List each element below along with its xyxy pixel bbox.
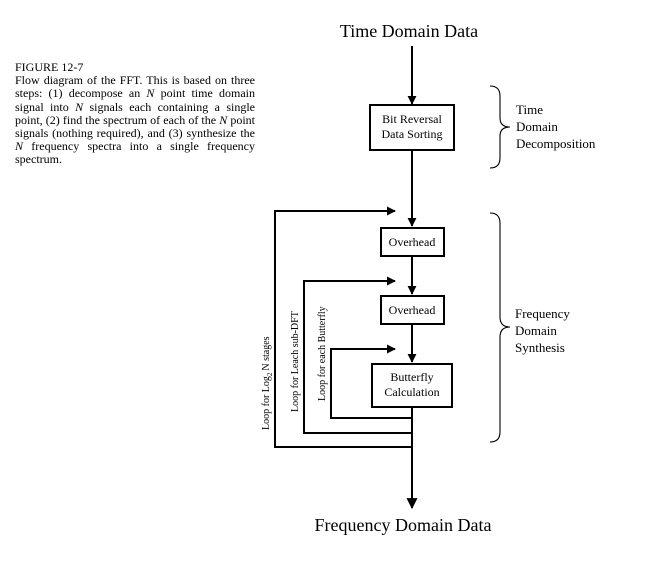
time-decomposition-label-1: Time: [516, 102, 543, 117]
bit-reversal-box: Bit Reversal Data Sorting: [369, 104, 455, 151]
brace-time-decomposition: [489, 85, 511, 169]
caption-italic-n: N: [219, 112, 228, 127]
frequency-synthesis-label-1: Frequency: [515, 306, 570, 321]
time-decomposition-label-3: Decomposition: [516, 136, 596, 151]
caption-text: Flow diagram of the FFT. This is based o…: [15, 73, 255, 167]
loop-label-butterfly: Loop for each Butterfly: [317, 306, 328, 401]
caption-italic-n: N: [146, 86, 155, 101]
loop-line-log2n: [274, 206, 412, 448]
figure-label: FIGURE 12-7: [15, 60, 84, 74]
caption-text-segment: point signals (nothing required), and (3…: [15, 112, 255, 141]
caption-italic-n: N: [75, 99, 84, 114]
bit-reversal-line-2: Data Sorting: [382, 127, 443, 141]
caption-italic-n: N: [15, 139, 24, 154]
overhead-1-label: Overhead: [389, 235, 436, 249]
caption-text-segment: signals each containing a single point, …: [15, 99, 255, 127]
overhead-box-2: Overhead: [380, 295, 445, 325]
overhead-box-1: Overhead: [380, 227, 445, 257]
figure-caption: FIGURE 12-7 Flow diagram of the FFT. Thi…: [15, 60, 255, 167]
loop-label-subdft: Loop for Leach sub-DFT: [290, 311, 301, 412]
butterfly-box: Butterfly Calculation: [371, 363, 453, 408]
bottom-label: Frequency Domain Data: [315, 515, 492, 535]
time-decomposition-label-2: Domain: [516, 119, 558, 134]
loop-line-butterfly: [330, 344, 412, 419]
loop-label-log2n: Loop for Log2N stages: [261, 336, 274, 430]
caption-text-segment: point time domain signal into: [15, 86, 255, 114]
top-label: Time Domain Data: [340, 21, 478, 41]
butterfly-line-1: Butterfly: [390, 370, 433, 384]
bit-reversal-line-1: Bit Reversal: [382, 112, 442, 126]
caption-text-segment: frequency spectra into a single frequenc…: [15, 139, 255, 167]
overhead-2-label: Overhead: [389, 303, 436, 317]
butterfly-line-2: Calculation: [384, 385, 439, 399]
brace-frequency-synthesis: [489, 212, 511, 443]
loop-line-subdft: [303, 276, 412, 434]
frequency-synthesis-label-3: Synthesis: [515, 340, 565, 355]
frequency-synthesis-label-2: Domain: [515, 323, 557, 338]
caption-text-segment: Flow diagram of the FFT. This is based o…: [15, 73, 255, 101]
